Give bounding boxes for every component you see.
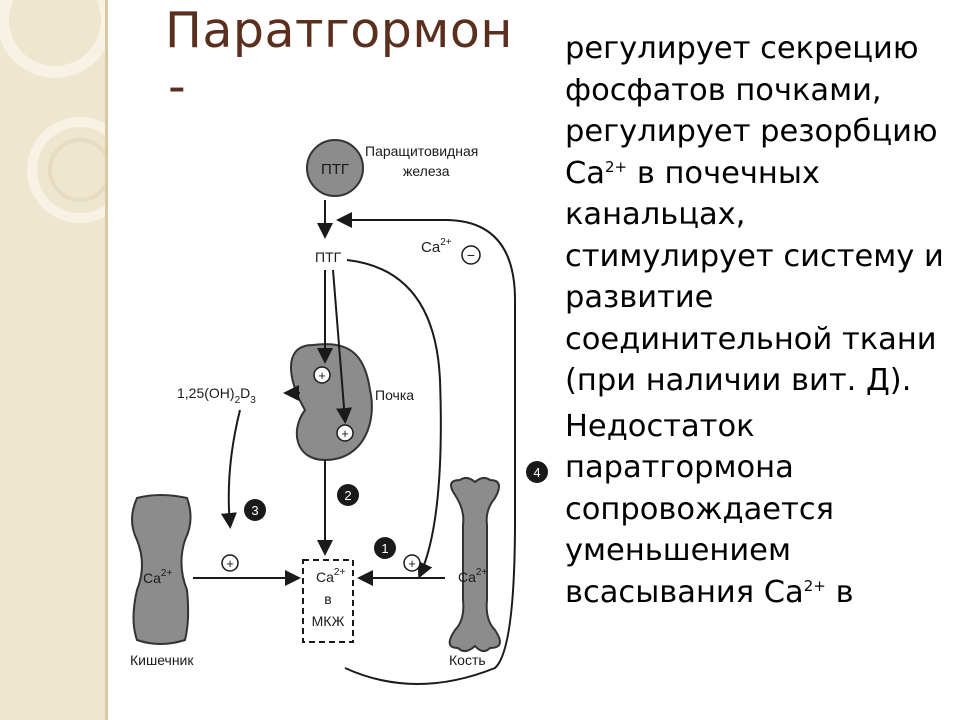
- marker-3: 3: [251, 503, 258, 518]
- paragraph-2: Недостаток паратгормона сопровождается у…: [565, 406, 957, 614]
- gland-caption-2: железа: [403, 163, 450, 179]
- page-title: Паратгормон: [165, 2, 513, 60]
- ecf-mkzh-label: МКЖ: [312, 613, 345, 629]
- decorative-sidebar: [0, 0, 105, 720]
- vitamin-d-label: 1,25(OH)2D3: [177, 385, 256, 406]
- bone-icon: [450, 478, 500, 651]
- kidney-plus-2: +: [341, 426, 349, 441]
- bone-plus: +: [408, 556, 416, 571]
- intestine-plus: +: [226, 556, 234, 571]
- title-dash: -: [168, 58, 186, 116]
- marker-2: 2: [344, 488, 351, 503]
- gland-ptg-label: ПТГ: [321, 161, 349, 178]
- minus-sign: −: [467, 247, 475, 263]
- body-text: регулирует секрецию фосфатов почками, ре…: [565, 28, 957, 617]
- sidebar-divider: [105, 0, 108, 720]
- ptg-label: ПТГ: [315, 249, 342, 265]
- arrow-vitd-intestine: [229, 410, 240, 525]
- paragraph-1: регулирует секрецию фосфатов почками, ре…: [565, 28, 957, 402]
- ecf-in-label: в: [324, 591, 331, 607]
- paragraph-2-sup: 2+: [804, 577, 826, 595]
- intestine-label: Кишечник: [130, 652, 194, 668]
- marker-4: 4: [533, 465, 540, 480]
- gland-caption-1: Паращитовидная: [365, 143, 478, 159]
- kidney-icon: [291, 344, 372, 460]
- pth-regulation-diagram: ПТГ Паращитовидная железа ПТГ Ca2+ − Поч…: [115, 120, 555, 720]
- paragraph-2-text-2: в: [826, 575, 854, 610]
- paragraph-1-text-2: в почечных канальцах, стимулирует систем…: [565, 156, 944, 399]
- bone-label: Кость: [449, 652, 486, 668]
- feedback-loop-arrow: [340, 220, 515, 684]
- marker-1: 1: [381, 541, 388, 556]
- kidney-label: Почка: [375, 387, 414, 403]
- paragraph-1-sup: 2+: [605, 158, 627, 176]
- feedback-ca-label: Ca2+: [421, 237, 452, 256]
- paragraph-2-text: Недостаток паратгормона сопровождается у…: [565, 409, 834, 610]
- kidney-plus-1: +: [318, 368, 326, 383]
- sidebar-ornament: [0, 0, 105, 720]
